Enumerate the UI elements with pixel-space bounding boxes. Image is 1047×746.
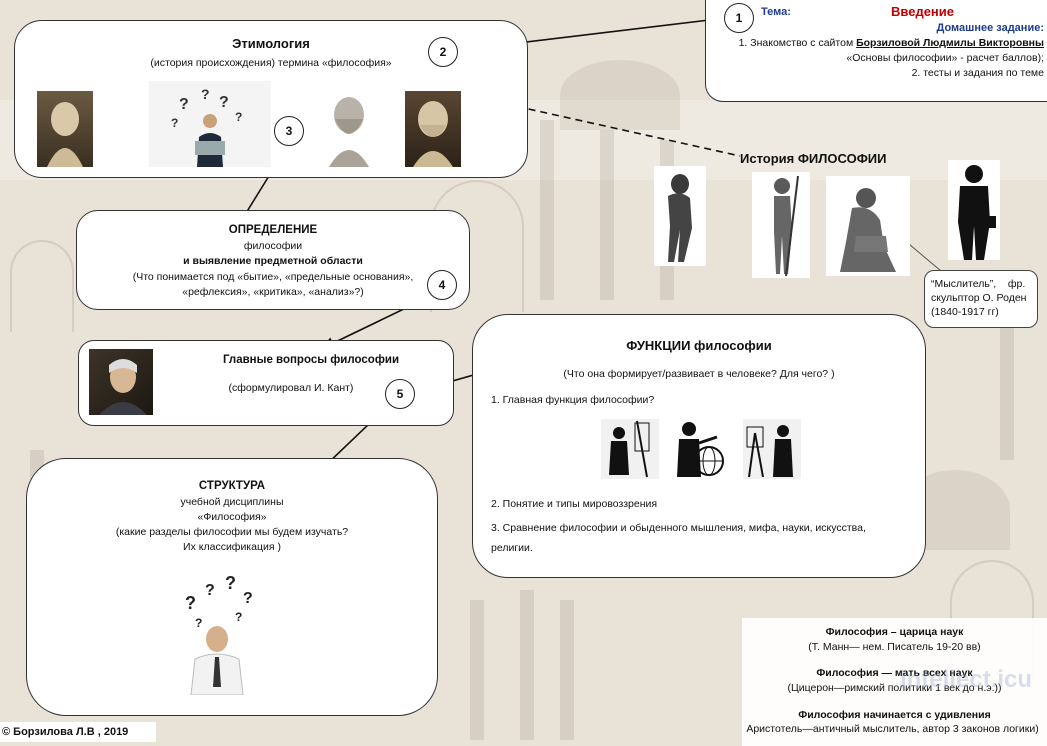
svg-text:?: ? [185,593,196,613]
structure-line1: учебной дисциплины [180,496,284,508]
thinking-man-image: ? ? ? ? ? ? [163,569,273,695]
structure-title: СТРУКТУРА [198,480,266,492]
businessman-silhouette-image [948,160,1000,260]
functions-subtitle: (Что она формирует/развивает в человеке?… [563,368,835,380]
socrates-bust-image [405,91,461,167]
thinker-statue-image [826,176,910,276]
main-questions-title: Главные вопросы философии [222,354,400,366]
marker-1: 1 [724,3,754,33]
quote-1-source: (Т. Манн— нем. Писатель 19-20 вв) [808,641,981,653]
question-man-image: ? ? ? ? ? [149,81,271,167]
dashed-link-history [469,95,741,157]
functions-item-3-line2: религии. [491,542,533,554]
definition-line4: «рефлексия», «критика», «анализ»?) [182,286,364,298]
quote-2-source: (Цицерон—римский политики 1 век до н.э.)… [787,682,1002,694]
functions-item-2: 2. Понятие и типы мировоззрения [491,498,658,510]
svg-text:?: ? [179,96,189,113]
marker-3: 3 [274,116,304,146]
etymology-subtitle: (история происхождения) термина «философ… [150,57,392,69]
structure-line2: «Философия» [197,511,267,523]
thinker-caption-bubble: “Мыслитель”, фр. скульптор О. Роден (184… [924,270,1038,328]
etymology-box: Этимология (история происхождения) терми… [14,20,528,178]
history-title: История ФИЛОСОФИИ [740,151,887,166]
theme-label: Тема: [761,6,791,18]
homework-label: Домашнее задание: [936,22,1045,34]
structure-box: СТРУКТУРА учебной дисциплины «Философия»… [26,458,438,716]
theme-value: Введение [891,4,954,19]
quote-2-title: Философия — мать всех наук [816,667,973,679]
svg-text:?: ? [201,86,210,102]
functions-item-3-line1: 3. Сравнение философии и обыденного мышл… [491,522,866,534]
definition-box: ОПРЕДЕЛЕНИЕ философии и выявление предме… [76,210,470,310]
hw-line1-author: Борзиловой Людмилы Викторовны [856,37,1044,49]
definition-title: ОПРЕДЕЛЕНИЕ [228,224,318,236]
copyright-footer: © Борзилова Л.В , 2019 [0,722,156,742]
ape-image [654,166,706,266]
thinker-caption-line3: (1840-1917 гг) [931,306,999,318]
etymology-title: Этимология [232,36,310,51]
svg-text:?: ? [205,582,215,599]
structure-line4: Их классификация ) [183,541,281,553]
functions-illustration [597,413,805,483]
quote-3-source: Аристотель—античный мыслитель, автор 3 з… [746,723,1039,735]
homework-line-2: «Основы философии» - расчет баллов); [846,52,1044,64]
marker-2: 2 [428,37,458,67]
svg-text:?: ? [243,590,253,607]
definition-line3: (Что понимается под «бытие», «предельные… [132,271,414,283]
kant-portrait-image [89,349,153,415]
homework-line-1: 1. Знакомство с сайтом Борзиловой Людмил… [739,37,1044,49]
early-human-image [752,172,810,278]
thinker-caption-line2: скульптор О. Роден [931,292,1027,304]
svg-text:?: ? [235,110,242,124]
structure-line3: (какие разделы философии мы будем изучат… [115,526,349,538]
homework-line-3: 2. тесты и задания по теме [911,67,1044,79]
thinker-caption-line1: “Мыслитель”, фр. [931,278,1026,290]
functions-item-1: 1. Главная функция философии? [491,394,655,406]
main-questions-subtitle: (сформулировал И. Кант) [228,382,354,394]
svg-text:?: ? [171,116,178,130]
functions-box: ФУНКЦИИ философии (Что она формирует/раз… [472,314,926,578]
svg-text:?: ? [225,573,236,593]
quote-3-title: Философия начинается с удивления [798,709,991,721]
svg-text:?: ? [195,616,202,630]
watermark: intellect.icu [900,666,1033,693]
quote-1-title: Философия – царица наук [825,626,964,638]
quotes-panel: Философия – царица наук (Т. Манн— нем. П… [742,618,1047,746]
definition-line2: и выявление предметной области [183,255,363,267]
svg-text:?: ? [219,94,229,111]
topic-card: Тема: Введение Домашнее задание: 1. Знак… [705,0,1047,102]
svg-text:?: ? [235,610,242,624]
pythagoras-bust-image [37,91,93,167]
marker-4: 4 [427,270,457,300]
greek-philosopher-bust-image [321,89,377,167]
definition-line1: философии [243,240,303,252]
functions-title: ФУНКЦИИ философии [626,338,772,353]
hw-line1-prefix: 1. Знакомство с сайтом [738,37,857,49]
marker-5: 5 [385,379,415,409]
